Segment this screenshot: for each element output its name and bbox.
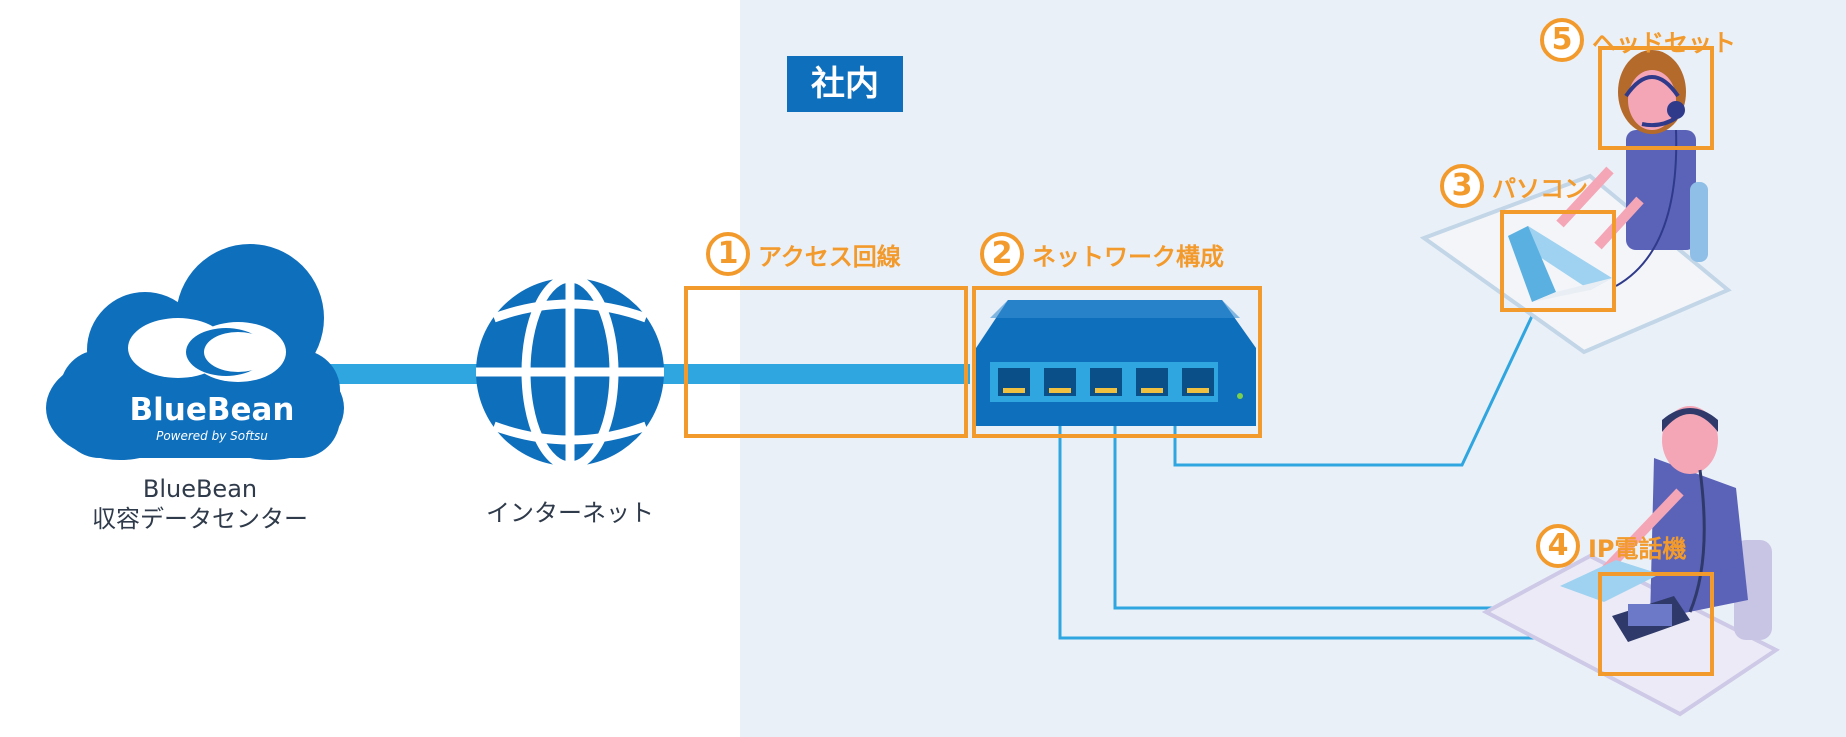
ip-phone-icon (1560, 469, 1706, 642)
cloud-brand-text: BlueBean (130, 392, 295, 428)
step-number: 3 (1440, 164, 1484, 208)
lan-cables (1058, 281, 1612, 640)
pc-highlight (1500, 210, 1616, 312)
headset-icon (1615, 75, 1685, 287)
step-label: パソコン (1492, 174, 1588, 203)
step-number: 4 (1536, 524, 1580, 568)
step-number: 5 (1540, 18, 1584, 62)
step-access-line: 1 アクセス回線 (706, 232, 901, 276)
headset-highlight (1598, 46, 1714, 150)
cable-to-phone-2 (1058, 425, 1612, 640)
cloud-caption-line2: 収容データセンター (92, 505, 308, 533)
cloud-tagline-text: Powered by Softsu (156, 429, 268, 443)
step-label: アクセス回線 (758, 242, 901, 271)
cloud-caption-line1: BlueBean (142, 475, 258, 503)
step-label: ヘッドセット (1592, 28, 1736, 57)
step-label: IP電話機 (1588, 534, 1687, 563)
switch-icon (976, 300, 1256, 426)
network-highlight (972, 286, 1262, 438)
access-line-highlight (684, 286, 968, 438)
cable-to-phone-1 (1113, 425, 1612, 610)
step-label: ネットワーク構成 (1032, 242, 1224, 271)
office-zone-title: 社内 (787, 56, 903, 112)
globe-icon (476, 273, 664, 471)
cloud-icon (46, 244, 344, 460)
step-network: 2 ネットワーク構成 (980, 232, 1224, 276)
ip-phone-highlight (1598, 572, 1714, 676)
step-number: 1 (706, 232, 750, 276)
step-pc: 3 パソコン (1440, 164, 1588, 208)
cloud-caption: BlueBean 収容データセンター (60, 474, 340, 534)
cable-to-pc (1173, 281, 1550, 467)
internet-caption: インターネット (486, 499, 654, 527)
step-ip-phone: 4 IP電話機 (1536, 524, 1687, 568)
laptop-icon (1508, 226, 1612, 302)
step-number: 2 (980, 232, 1024, 276)
step-headset: 5 ヘッドセット (1540, 18, 1736, 62)
